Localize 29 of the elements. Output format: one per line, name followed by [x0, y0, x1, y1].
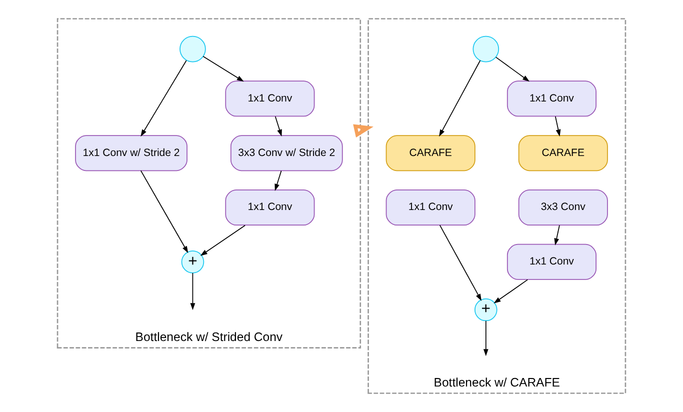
arrow [274, 170, 282, 191]
node-circle: + [474, 298, 498, 322]
node-box: 3x3 Conv w/ Stride 2 [230, 135, 343, 172]
node-box: 1x1 Conv [225, 80, 315, 117]
arrow [495, 56, 530, 82]
node-box: 1x1 Conv [225, 190, 315, 226]
arrow [494, 279, 528, 304]
node-box: 1x1 Conv [386, 190, 476, 226]
node-box: 1x1 Conv w/ Stride 2 [75, 135, 188, 172]
node-box: CARAFE [386, 135, 476, 172]
node-box: 3x3 Conv [518, 190, 608, 226]
node-circle [180, 36, 206, 62]
arrow [439, 60, 481, 137]
arrow [554, 224, 560, 246]
node-box: 1x1 Conv [506, 244, 596, 280]
arrow [439, 224, 482, 301]
arrow [353, 124, 374, 138]
arrow [483, 320, 488, 356]
node-box: CARAFE [518, 135, 608, 172]
arrow [190, 272, 196, 310]
arrow [140, 60, 187, 137]
arrow [202, 56, 244, 82]
arrow [200, 224, 246, 256]
node-box: 1x1 Conv [506, 80, 596, 117]
node-circle [472, 36, 500, 62]
arrow [140, 170, 188, 254]
arrow [274, 116, 282, 137]
node-circle: + [181, 250, 204, 274]
arrow [554, 116, 561, 137]
